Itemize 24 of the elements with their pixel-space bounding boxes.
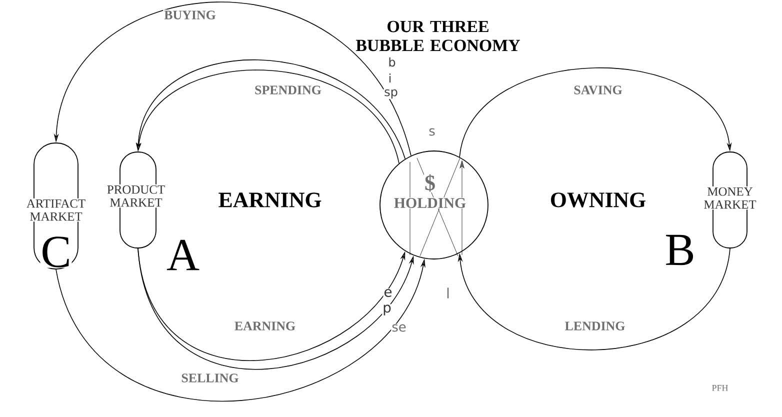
signature: PFH — [711, 384, 729, 392]
flow-letter: p — [382, 304, 392, 316]
edge-label: SPENDING — [254, 84, 322, 96]
flow-letter: i — [388, 72, 392, 84]
flow-letter: b — [388, 56, 396, 68]
title: OUR THREE BUBBLE ECONOMY — [356, 20, 520, 52]
market-capsule: MONEY MARKET — [694, 152, 766, 248]
edge-label: EARNING — [233, 320, 297, 332]
edge-label: BUYING — [163, 10, 217, 20]
bubble-letter: B — [664, 234, 696, 266]
flow-letter: e — [383, 288, 393, 298]
flow-letter: sp — [384, 88, 398, 100]
edge-label: SAVING — [572, 84, 624, 96]
market-capsule: PRODUCT MARKET — [95, 152, 177, 248]
bubble-letter: C — [40, 236, 72, 268]
flow-letter: l — [446, 287, 450, 299]
edge-label: LENDING — [564, 320, 626, 332]
flow-letter: s — [428, 128, 436, 136]
bubble-name: OWNING — [549, 192, 647, 208]
flow-arrow — [458, 248, 730, 350]
flow-letter: se — [391, 324, 407, 332]
edge-label: SELLING — [180, 372, 240, 384]
flow-arrow — [459, 67, 732, 158]
bubble-name: EARNING — [218, 192, 322, 208]
